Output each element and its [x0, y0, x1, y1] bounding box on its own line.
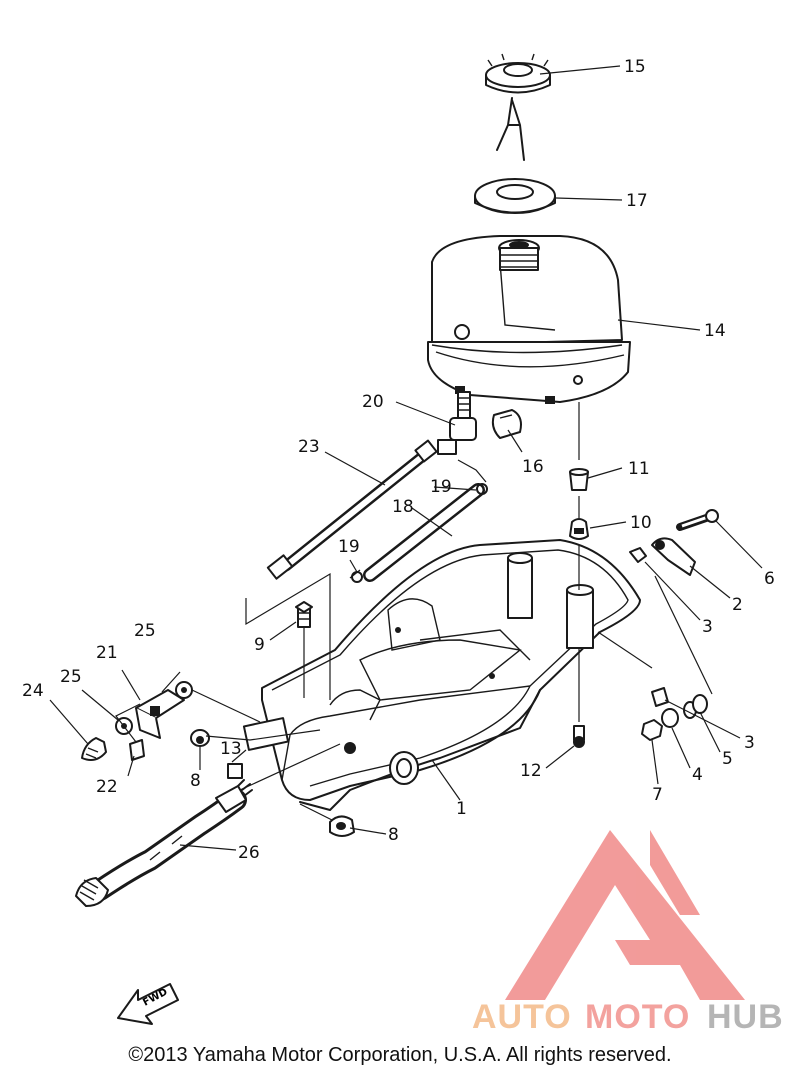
part-washer-4: [661, 708, 679, 728]
assembly-guides: [115, 402, 713, 821]
callout-12: 12: [520, 761, 542, 781]
callout-9: 9: [254, 635, 265, 655]
callout-18: 18: [392, 497, 414, 517]
callout-26: 26: [238, 843, 260, 863]
part-nut-3-upper: [629, 547, 647, 563]
part-clamp-upper: [476, 483, 488, 495]
part-bracket-22: [129, 739, 145, 761]
fwd-direction-arrow: FWD: [117, 983, 179, 1025]
callout-17: 17: [626, 191, 648, 211]
callout-8-lower: 8: [388, 825, 399, 845]
part-bolt-6: [676, 509, 719, 531]
part-grommet-8-lower: [329, 815, 355, 837]
part-clamp-lower: [351, 571, 363, 583]
callout-20: 20: [362, 392, 384, 412]
callout-24: 24: [22, 681, 44, 701]
callout-13: 13: [220, 739, 242, 759]
part-grommet-8-upper: [190, 729, 210, 747]
part-clip: [491, 409, 522, 439]
part-wire-harness: [75, 779, 253, 907]
watermark-hub: HUB: [707, 998, 784, 1036]
callout-7: 7: [652, 785, 663, 805]
part-washer-25-upper: [175, 681, 193, 699]
part-fuel-line: [266, 439, 438, 580]
callout-1: 1: [456, 799, 467, 819]
part-plate-3-lower: [651, 687, 669, 707]
callout-11: 11: [628, 459, 650, 479]
callout-4: 4: [692, 765, 703, 785]
callout-19-lower: 19: [338, 537, 360, 557]
watermark-auto: AUTO: [472, 998, 572, 1036]
part-knob-24: [81, 737, 107, 761]
part-nut-7: [641, 719, 663, 741]
copyright-notice: ©2013 Yamaha Motor Corporation, U.S.A. A…: [128, 1044, 672, 1066]
part-bottom-cowling: [242, 539, 641, 811]
callout-labels: 15 17 14 20 16 23 11 19 18 10 19 6 2 3 2…: [22, 57, 775, 863]
part-plate-13: [227, 763, 243, 779]
callout-25-upper: 25: [134, 621, 156, 641]
part-gasket: [474, 178, 556, 214]
part-screw-12: [573, 725, 585, 748]
callout-6: 6: [764, 569, 775, 589]
watermark-text: AUTO MOTO HUB: [472, 998, 784, 1036]
callout-15: 15: [624, 57, 646, 77]
callout-10: 10: [630, 513, 652, 533]
part-fuel-tank: [427, 235, 631, 404]
watermark-moto: MOTO: [585, 998, 690, 1036]
part-bolt-9: [295, 601, 313, 628]
callout-3-upper: 3: [702, 617, 713, 637]
callout-21: 21: [96, 643, 118, 663]
callout-5: 5: [722, 749, 733, 769]
part-fuel-cock: [437, 391, 477, 455]
part-hose: [363, 483, 485, 582]
callout-8-upper: 8: [190, 771, 201, 791]
part-grommet-11: [569, 468, 589, 491]
callout-25-lower: 25: [60, 667, 82, 687]
callout-2: 2: [732, 595, 743, 615]
part-switch-21: [135, 689, 185, 739]
part-washer-5: [683, 694, 708, 719]
callout-22: 22: [96, 777, 118, 797]
callout-14: 14: [704, 321, 726, 341]
leader-lines: [49, 65, 763, 851]
part-bracket-2: [651, 537, 696, 576]
callout-23: 23: [298, 437, 320, 457]
watermark-logo: [505, 830, 745, 1000]
callout-16: 16: [522, 457, 544, 477]
callout-3-lower: 3: [744, 733, 755, 753]
part-fuel-cap: [485, 53, 551, 161]
callout-19-upper: 19: [430, 477, 452, 497]
part-damper-10: [569, 518, 589, 540]
